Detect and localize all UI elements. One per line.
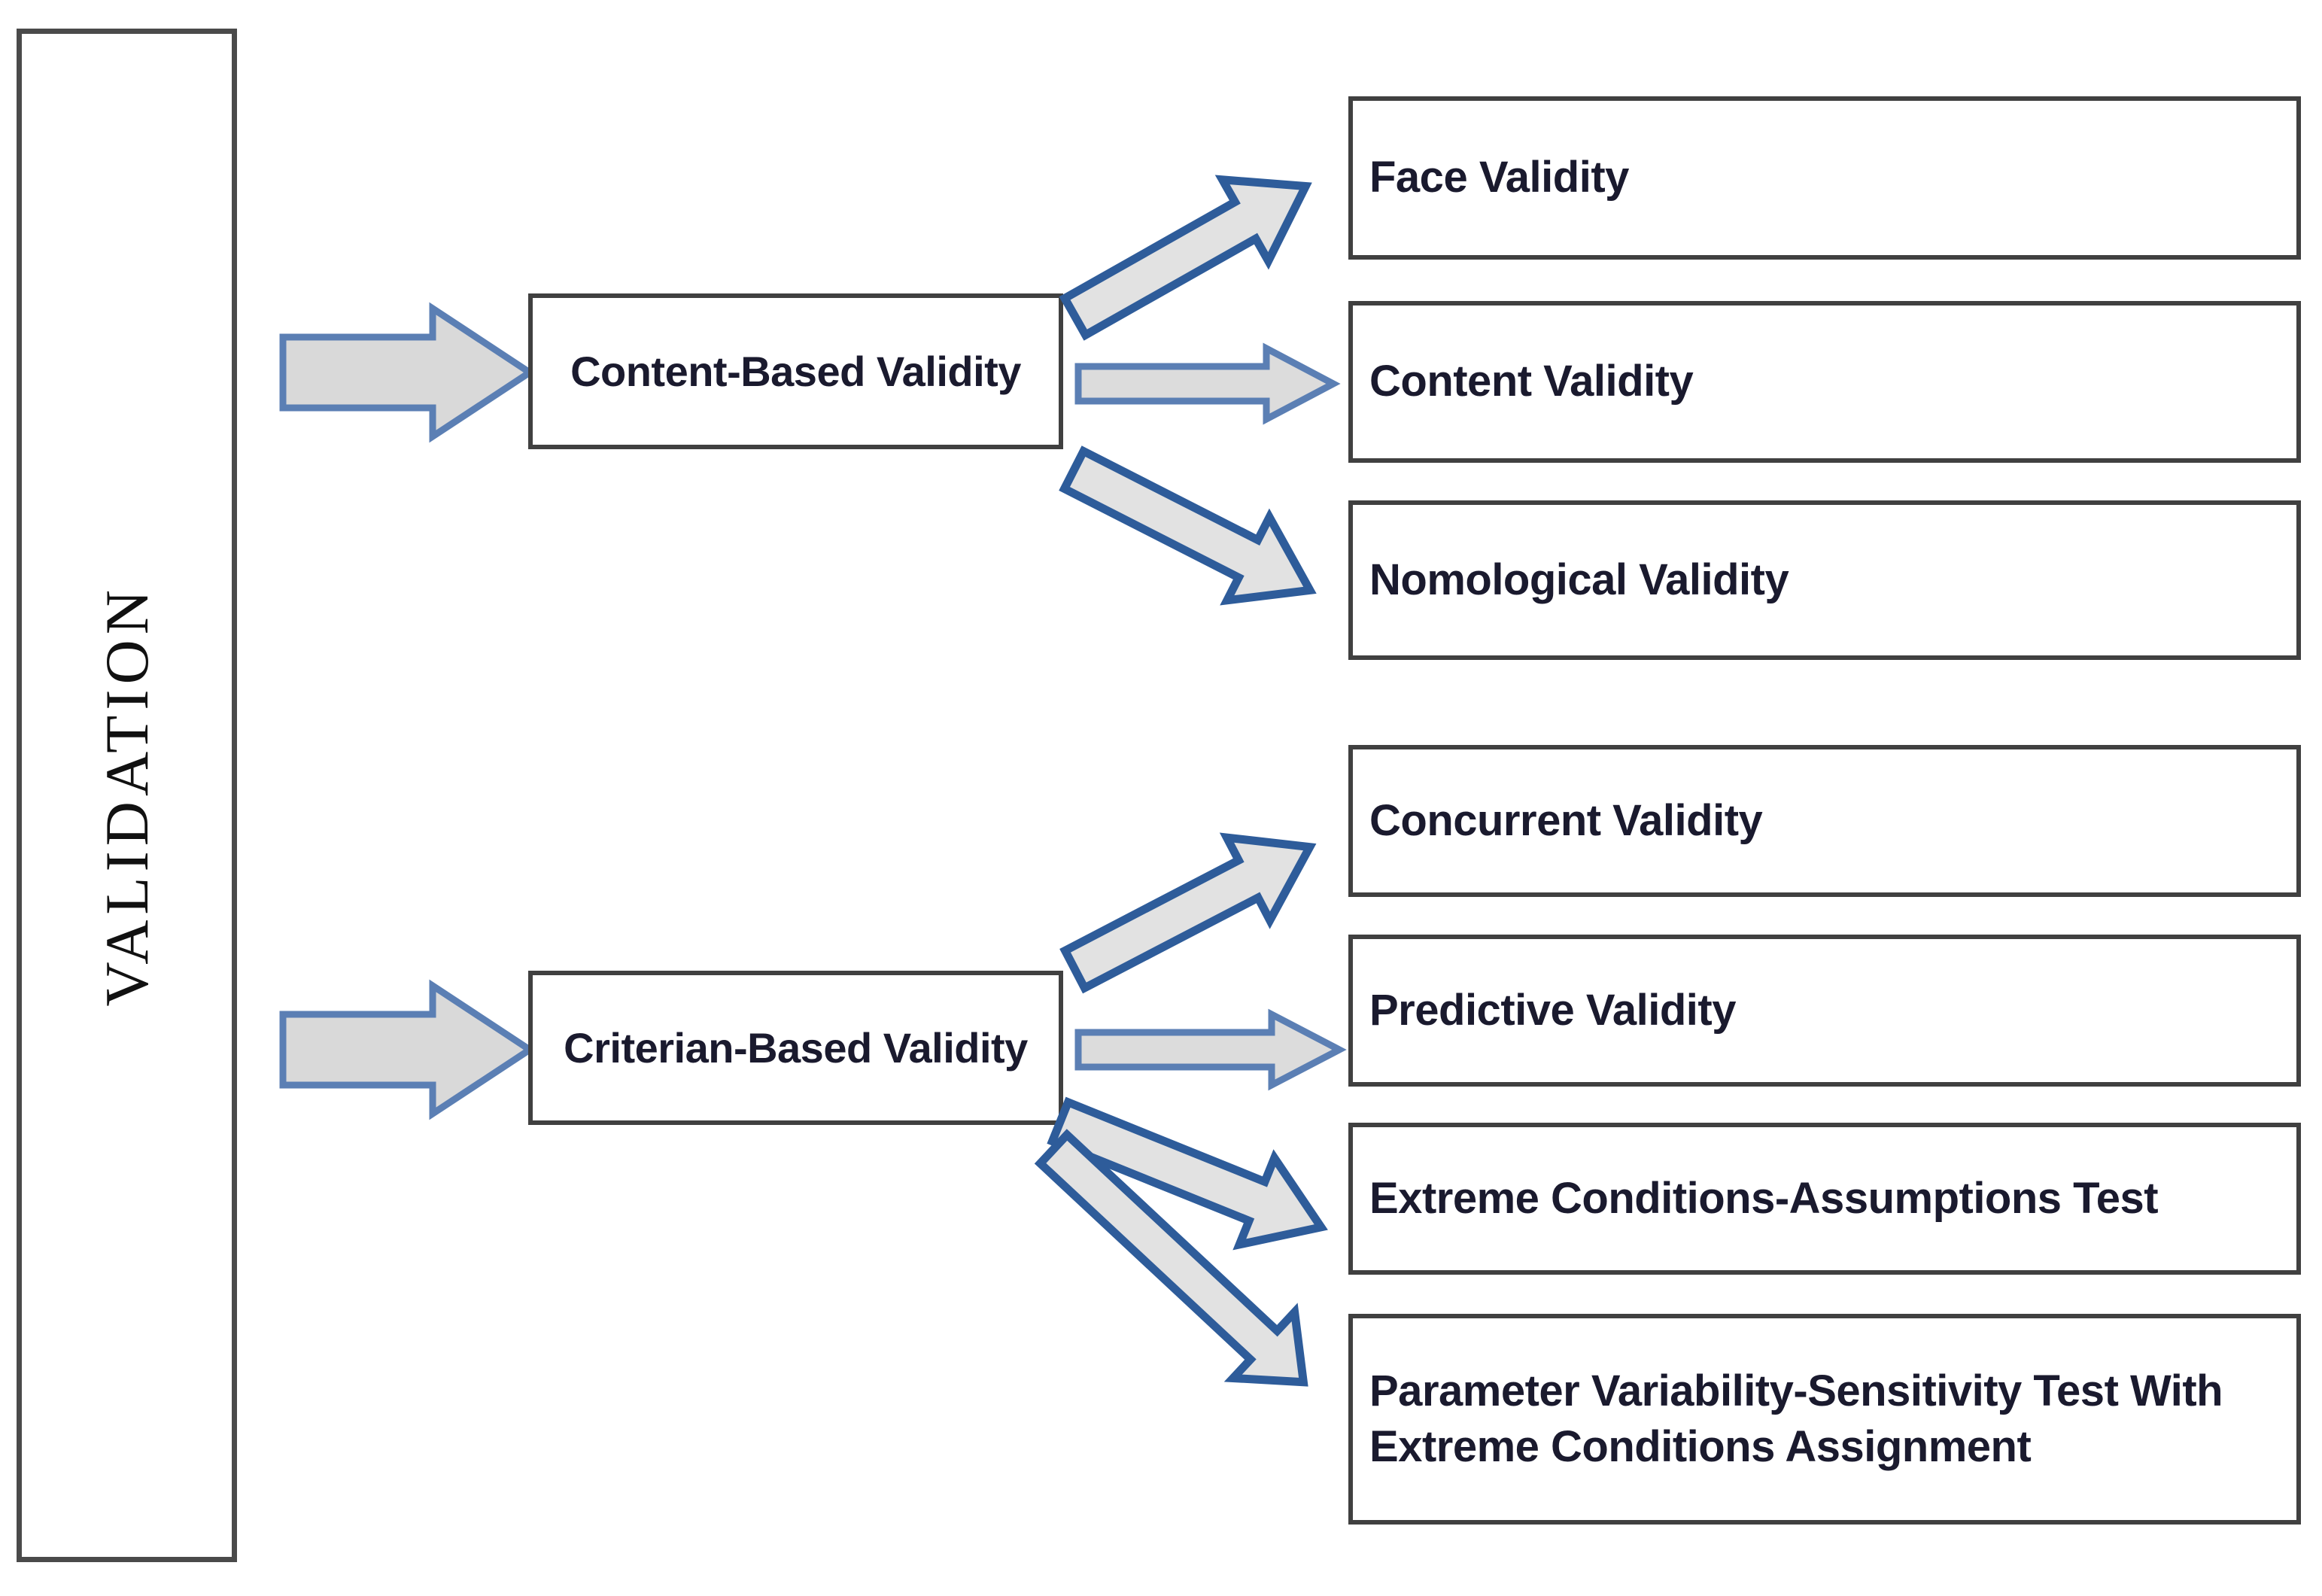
leaf-box-parameter-variability[interactable]: Parameter Variability-Sensitivity Test W… bbox=[1348, 1314, 2301, 1525]
branch-box-criterian-based-label: Criterian-Based Validity bbox=[564, 1023, 1028, 1072]
leaf-box-content-validity[interactable]: Content Validity bbox=[1348, 301, 2301, 463]
arrow-content-based-to-nomological-validity[interactable] bbox=[1059, 444, 1368, 632]
leaf-box-concurrent-validity-label: Concurrent Validity bbox=[1369, 795, 1763, 845]
branch-box-content-based[interactable]: Content-Based Validity bbox=[528, 293, 1063, 449]
leaf-box-predictive-validity[interactable]: Predictive Validity bbox=[1348, 935, 2301, 1087]
root-box-validation[interactable]: VALIDATION bbox=[17, 29, 237, 1562]
leaf-box-face-validity-label: Face Validity bbox=[1369, 153, 1629, 202]
arrow-criterian-based-to-predictive-validity[interactable] bbox=[1074, 1008, 1347, 1091]
leaf-box-nomological-validity[interactable]: Nomological Validity bbox=[1348, 500, 2301, 660]
arrow-criterian-based-to-parameter-variability[interactable] bbox=[1034, 1127, 1398, 1443]
arrow-root-to-content-based[interactable] bbox=[278, 301, 536, 444]
leaf-box-extreme-conditions[interactable]: Extreme Conditions-Assumptions Test bbox=[1348, 1123, 2301, 1275]
arrow-content-based-to-content-validity[interactable] bbox=[1074, 342, 1341, 425]
branch-box-criterian-based[interactable]: Criterian-Based Validity bbox=[528, 971, 1063, 1125]
arrow-content-based-to-face-validity[interactable] bbox=[1059, 143, 1368, 341]
leaf-box-concurrent-validity[interactable]: Concurrent Validity bbox=[1348, 745, 2301, 897]
leaf-box-predictive-validity-label: Predictive Validity bbox=[1369, 985, 1736, 1035]
leaf-box-face-validity[interactable]: Face Validity bbox=[1348, 96, 2301, 260]
branch-box-content-based-label: Content-Based Validity bbox=[570, 347, 1021, 395]
leaf-box-extreme-conditions-label: Extreme Conditions-Assumptions Test bbox=[1369, 1173, 2159, 1223]
arrow-criterian-based-to-concurrent-validity[interactable] bbox=[1059, 790, 1368, 994]
root-box-label: VALIDATION bbox=[92, 584, 161, 1007]
leaf-box-content-validity-label: Content Validity bbox=[1369, 357, 1694, 406]
leaf-box-parameter-variability-label: Parameter Variability-Sensitivity Test W… bbox=[1369, 1366, 2223, 1471]
leaf-box-nomological-validity-label: Nomological Validity bbox=[1369, 555, 1789, 604]
arrow-root-to-criterian-based[interactable] bbox=[278, 978, 536, 1121]
